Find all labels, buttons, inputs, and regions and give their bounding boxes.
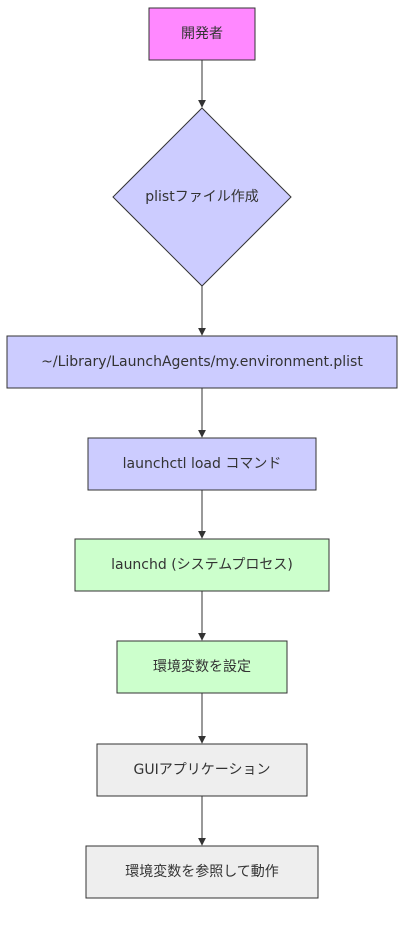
nodes-layer: 開発者 plistファイル作成 ~/Library/LaunchAgents/my.…	[6, 7, 398, 899]
node-set-env: 環境変数を設定	[116, 640, 288, 694]
decision-shape	[112, 107, 292, 287]
node-label: 環境変数を参照して動作	[125, 863, 279, 880]
node-label: ~/Library/LaunchAgents/my.environment.pl…	[41, 354, 363, 370]
node-launchd: launchd (システムプロセス)	[74, 538, 330, 592]
node-label: launchctl load コマンド	[123, 456, 282, 472]
node-label: GUIアプリケーション	[134, 762, 271, 778]
node-label: 環境変数を設定	[153, 658, 251, 675]
process-box	[96, 743, 308, 797]
process-box	[74, 538, 330, 592]
node-gui-app: GUIアプリケーション	[96, 743, 308, 797]
process-box	[85, 845, 319, 899]
process-box	[116, 640, 288, 694]
process-box	[87, 437, 317, 491]
process-box	[148, 7, 256, 61]
process-box	[6, 335, 398, 389]
node-label: launchd (システムプロセス)	[111, 557, 293, 573]
node-create-plist: plistファイル作成	[112, 107, 292, 287]
node-developer: 開発者	[148, 7, 256, 61]
node-launchctl-command: launchctl load コマンド	[87, 437, 317, 491]
node-plist-path: ~/Library/LaunchAgents/my.environment.pl…	[6, 335, 398, 389]
node-label: 開発者	[181, 26, 223, 42]
node-label: plistファイル作成	[145, 189, 258, 205]
node-run-with-env: 環境変数を参照して動作	[85, 845, 319, 899]
